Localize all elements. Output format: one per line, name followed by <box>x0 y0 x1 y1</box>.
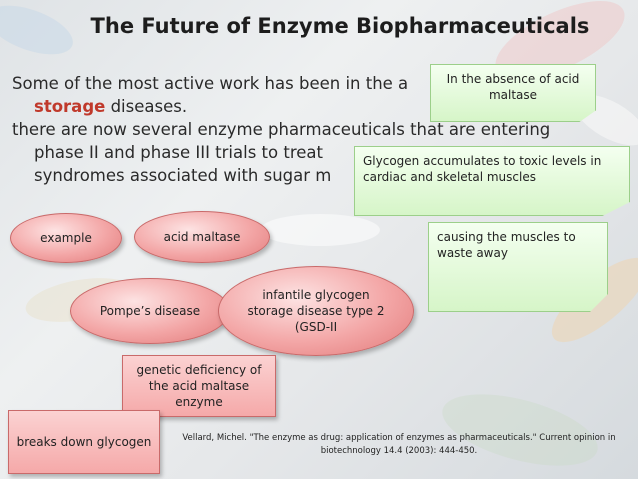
box-breaks-down-label: breaks down glycogen <box>16 435 152 449</box>
oval-pompes-disease: Pompe’s disease <box>70 278 230 344</box>
body-line-2: storage diseases. <box>12 95 602 118</box>
box-genetic-deficiency-label: genetic deficiency of the acid maltase e… <box>136 363 262 409</box>
slide-body-text: Some of the most active work has been in… <box>12 72 602 187</box>
oval-acid-maltase-label: acid maltase <box>163 230 241 244</box>
body-line-3: there are now several enzyme pharmaceuti… <box>12 120 551 139</box>
callout-absence-of-acid-maltase: In the absence of acid maltase <box>430 64 596 122</box>
body-line-1: Some of the most active work has been in… <box>12 74 409 93</box>
oval-acid-maltase: acid maltase <box>134 211 270 263</box>
body-line-5: syndromes associated with sugar m <box>34 166 332 185</box>
slide-title: The Future of Enzyme Biopharmaceuticals <box>90 14 590 38</box>
citation-text: Vellard, Michel. "The enzyme as drug: ap… <box>182 433 616 456</box>
oval-example-label: example <box>40 231 92 245</box>
oval-example: example <box>10 213 122 263</box>
callout-accumulates-text: Glycogen accumulates to toxic levels in … <box>363 154 602 184</box>
callout-absence-text: In the absence of acid maltase <box>446 72 580 102</box>
callout-waste-text: causing the muscles to waste away <box>437 230 576 260</box>
box-genetic-deficiency: genetic deficiency of the acid maltase e… <box>122 355 276 417</box>
box-breaks-down-glycogen: breaks down glycogen <box>8 410 160 474</box>
callout-muscles-waste-away: causing the muscles to waste away <box>428 222 608 312</box>
highlight-word: storage <box>34 97 106 116</box>
oval-infantile-glycogen: infantile glycogen storage disease type … <box>218 266 414 356</box>
callout-glycogen-accumulates: Glycogen accumulates to toxic levels in … <box>354 146 630 216</box>
oval-pompes-disease-label: Pompe’s disease <box>99 304 201 318</box>
body-line-2-rest: diseases. <box>105 97 188 116</box>
body-line-4: phase II and phase III trials to treat <box>34 143 323 162</box>
oval-infantile-glycogen-label: infantile glycogen storage disease type … <box>247 288 385 334</box>
